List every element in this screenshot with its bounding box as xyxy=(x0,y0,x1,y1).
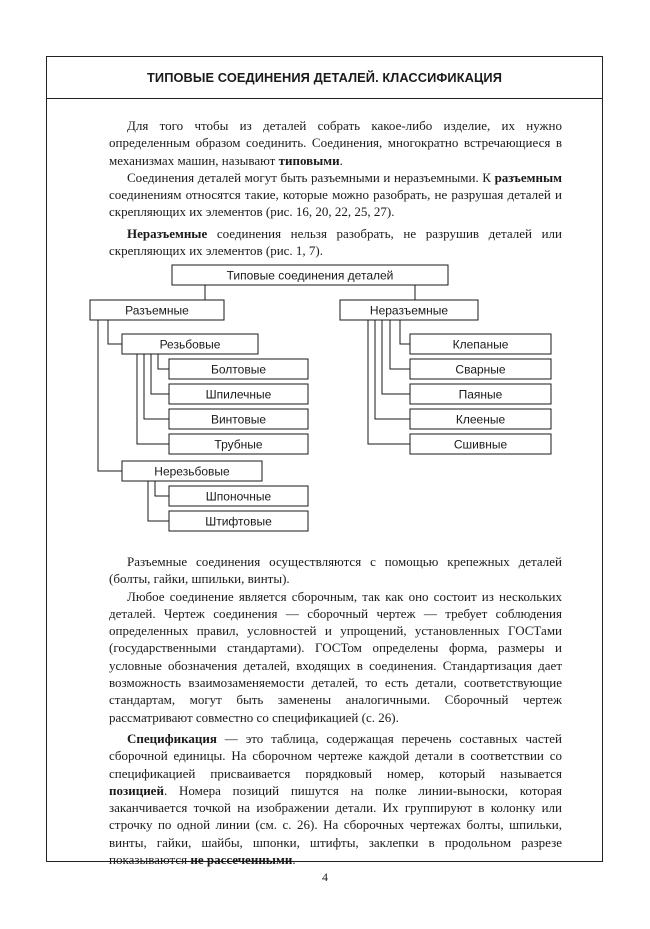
label-soldered: Паяные xyxy=(459,388,503,402)
label-detachable: Разъемные xyxy=(125,304,189,318)
title-bar: ТИПОВЫЕ СОЕДИНЕНИЯ ДЕТАЛЕЙ. КЛАССИФИКАЦИ… xyxy=(47,57,602,99)
connector-bolt xyxy=(157,354,169,370)
label-screw: Винтовые xyxy=(211,413,266,427)
term-specification: Спецификация xyxy=(127,730,217,746)
intro-paragraph-1: Для того чтобы из деталей собрать какое-… xyxy=(109,117,562,169)
page-frame: ТИПОВЫЕ СОЕДИНЕНИЯ ДЕТАЛЕЙ. КЛАССИФИКАЦИ… xyxy=(46,56,603,867)
connector-pin xyxy=(147,481,169,522)
box-bolt xyxy=(168,358,309,380)
box-riveted xyxy=(409,333,552,355)
body-paragraph-1: Разъемные соединения осуществляются с по… xyxy=(109,554,562,587)
label-pipe: Трубные xyxy=(214,438,262,452)
text-run: соединения нельзя разобрать, не разрушив… xyxy=(109,225,562,259)
label-permanent: Неразъемные xyxy=(370,304,448,318)
text-run: Соединения деталей могут быть разъемными… xyxy=(127,169,495,185)
label-riveted: Клепаные xyxy=(453,338,509,352)
label-stitched: Сшивные xyxy=(454,438,508,452)
label-non-threaded: Нерезьбовые xyxy=(154,465,230,479)
box-soldered xyxy=(409,383,552,405)
term-not-sectioned: не рассеченными xyxy=(190,852,293,868)
box-welded xyxy=(409,358,552,380)
label-glued: Клееные xyxy=(456,413,506,427)
label-key: Шпоночные xyxy=(206,490,272,504)
intro-paragraph-2: Соединения деталей могут быть разъемными… xyxy=(109,169,562,221)
term-position: позицией xyxy=(109,782,164,798)
term-detachable: разъемным xyxy=(494,169,562,185)
box-stitched xyxy=(409,433,552,455)
box-pipe xyxy=(168,433,309,455)
intro-paragraph-3: Неразъемные соединения нельзя разобрать,… xyxy=(109,225,562,260)
text-run: . xyxy=(292,852,296,868)
connector-welded xyxy=(389,320,410,370)
connector-key xyxy=(154,481,169,497)
connector-glued xyxy=(374,320,410,420)
label-pin: Штифтовые xyxy=(205,515,272,529)
page-title: ТИПОВЫЕ СОЕДИНЕНИЯ ДЕТАЛЕЙ. КЛАССИФИКАЦИ… xyxy=(146,70,502,85)
term-typical: типовыми xyxy=(278,152,340,168)
text-run: — это таблица, содержащая перечень соста… xyxy=(109,730,562,781)
connector-pipe xyxy=(136,354,169,445)
label-root: Типовые соединения деталей xyxy=(227,269,394,283)
label-bolt: Болтовые xyxy=(211,363,266,377)
text-run: соединениям относятся такие, которые мож… xyxy=(109,187,562,220)
box-detachable xyxy=(89,299,225,321)
box-non-threaded xyxy=(121,460,263,482)
text-run: . xyxy=(339,152,343,168)
page-number: 4 xyxy=(322,870,328,884)
label-threaded: Резьбовые xyxy=(160,338,221,352)
term-permanent: Неразъемные xyxy=(127,225,208,241)
box-screw xyxy=(168,408,309,430)
connector-stud xyxy=(150,354,169,395)
box-threaded xyxy=(121,333,259,355)
body-paragraph-2: Любое соединение является сборочным, так… xyxy=(109,588,562,725)
intro-text: Для того чтобы из деталей собрать какое-… xyxy=(109,117,562,259)
body-text: Разъемные соединения осуществляются с по… xyxy=(109,553,562,868)
connector-soldered xyxy=(381,320,410,395)
text-run: Для того чтобы из деталей собрать какое-… xyxy=(109,118,562,168)
label-welded: Сварные xyxy=(455,363,506,377)
connector-threaded xyxy=(107,320,122,345)
connector-stitched xyxy=(367,320,410,445)
box-glued xyxy=(409,408,552,430)
box-key xyxy=(168,485,309,507)
connector-non-threaded xyxy=(97,320,122,472)
box-root xyxy=(171,264,449,286)
connector-riveted xyxy=(399,320,410,345)
connector-screw xyxy=(143,354,169,420)
box-pin xyxy=(168,510,309,532)
box-stud xyxy=(168,383,309,405)
label-stud: Шпилечные xyxy=(206,388,272,402)
box-permanent xyxy=(339,299,479,321)
text-run: . Номера позиций пишутся на полке линии-… xyxy=(109,782,562,868)
body-paragraph-3: Спецификация — это таблица, содержащая п… xyxy=(109,730,562,868)
